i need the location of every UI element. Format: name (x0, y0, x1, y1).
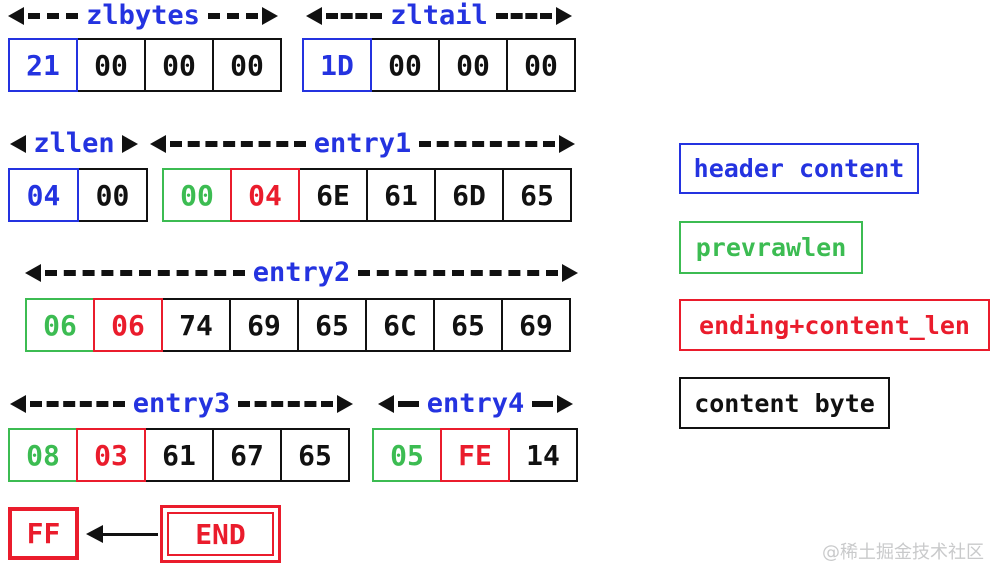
byte-cell-entry4-0: 05 (372, 428, 442, 482)
legend-box-content: content byte (679, 377, 890, 429)
byte-cell-entry1-4: 6D (434, 168, 504, 222)
ff-terminator-cell: FF (8, 507, 79, 560)
arrow-label-text-zltail: zltail (390, 0, 488, 31)
arrow-right-icon (559, 135, 576, 153)
dashed-line (238, 401, 334, 407)
byte-cell-zlbytes-2: 00 (144, 38, 214, 92)
byte-cell-entry3-4: 65 (280, 428, 350, 482)
arrow-label-entry1: entry1 (150, 128, 576, 159)
byte-cell-zllen-0: 04 (8, 168, 79, 222)
byte-cell-entry1-3: 61 (366, 168, 436, 222)
arrow-right-icon (556, 7, 573, 25)
arrow-left-icon (10, 395, 26, 413)
dashed-line (30, 401, 125, 407)
arrow-left-icon (378, 395, 394, 413)
arrow-right-icon (337, 395, 354, 413)
arrow-right-icon (557, 395, 574, 413)
arrow-left-icon (150, 135, 166, 153)
byte-cell-entry1-2: 6E (298, 168, 368, 222)
watermark: @稀土掘金技术社区 (822, 542, 984, 563)
byte-cell-entry2-5: 6C (365, 298, 435, 352)
byte-cell-entry3-1: 03 (76, 428, 146, 482)
dashed-line (207, 13, 259, 19)
arrow-left-icon (25, 264, 41, 282)
arrow-label-zllen: zllen (10, 130, 138, 158)
byte-cell-entry1-0: 00 (162, 168, 232, 222)
legend-box-header: header content (679, 143, 919, 194)
arrow-label-text-entry2: entry2 (252, 257, 351, 288)
byte-cell-zltail-0: 1D (302, 38, 372, 92)
dashed-line (326, 13, 383, 19)
arrow-left-icon (10, 135, 26, 153)
dashed-line (532, 401, 554, 407)
arrow-left-icon (8, 7, 24, 25)
byte-cell-entry1-1: 04 (230, 168, 300, 222)
byte-cell-entry2-2: 74 (161, 298, 231, 352)
arrow-left-icon (86, 525, 103, 543)
byte-cell-entry2-7: 69 (501, 298, 571, 352)
byte-cell-zltail-3: 00 (506, 38, 576, 92)
dashed-line (28, 13, 79, 19)
byte-cell-zlbytes-1: 00 (76, 38, 146, 92)
byte-cell-zltail-1: 00 (370, 38, 440, 92)
byte-cell-entry3-2: 61 (144, 428, 214, 482)
arrow-label-text-entry3: entry3 (132, 388, 231, 419)
arrow-label-zlbytes: zlbytes (8, 0, 279, 31)
arrow-label-text-entry4: entry4 (426, 388, 525, 419)
arrow-right-icon (262, 7, 279, 25)
byte-cell-entry1-5: 65 (502, 168, 572, 222)
legend-box-ending: ending+content_len (679, 299, 990, 351)
arrow-label-entry2: entry2 (25, 257, 579, 288)
byte-cell-entry4-2: 14 (508, 428, 578, 482)
arrow-shaft (103, 532, 158, 536)
arrow-label-entry3: entry3 (10, 388, 354, 419)
dashed-line (419, 141, 556, 147)
byte-cell-entry2-3: 69 (229, 298, 299, 352)
end-pointer-arrow (86, 525, 158, 543)
arrow-label-text-zlbytes: zlbytes (86, 0, 200, 31)
byte-cell-zlbytes-0: 21 (8, 38, 78, 92)
byte-cell-entry3-3: 67 (212, 428, 282, 482)
byte-cell-entry4-1: FE (440, 428, 510, 482)
end-box-label: END (167, 512, 274, 556)
arrow-label-entry4: entry4 (378, 388, 574, 419)
legend-box-prevrawlen: prevrawlen (679, 221, 863, 274)
arrow-right-icon (122, 135, 138, 153)
byte-cell-entry2-0: 06 (25, 298, 95, 352)
arrow-label-text-zllen: zllen (33, 128, 115, 159)
dashed-line (45, 270, 245, 276)
byte-cell-entry2-4: 65 (297, 298, 367, 352)
arrow-label-zltail: zltail (306, 0, 573, 31)
byte-cell-entry3-0: 08 (8, 428, 78, 482)
arrow-label-text-entry1: entry1 (313, 128, 412, 159)
byte-cell-entry2-1: 06 (93, 298, 163, 352)
arrow-right-icon (562, 264, 579, 282)
byte-cell-entry2-6: 65 (433, 298, 503, 352)
dashed-line (170, 141, 306, 147)
byte-cell-zlbytes-3: 00 (212, 38, 282, 92)
dashed-line (358, 270, 559, 276)
dashed-line (398, 401, 419, 407)
dashed-line (495, 13, 553, 19)
arrow-left-icon (306, 7, 322, 25)
byte-cell-zltail-2: 00 (438, 38, 508, 92)
end-box: END (160, 505, 281, 563)
byte-cell-zllen-1: 00 (77, 168, 148, 222)
